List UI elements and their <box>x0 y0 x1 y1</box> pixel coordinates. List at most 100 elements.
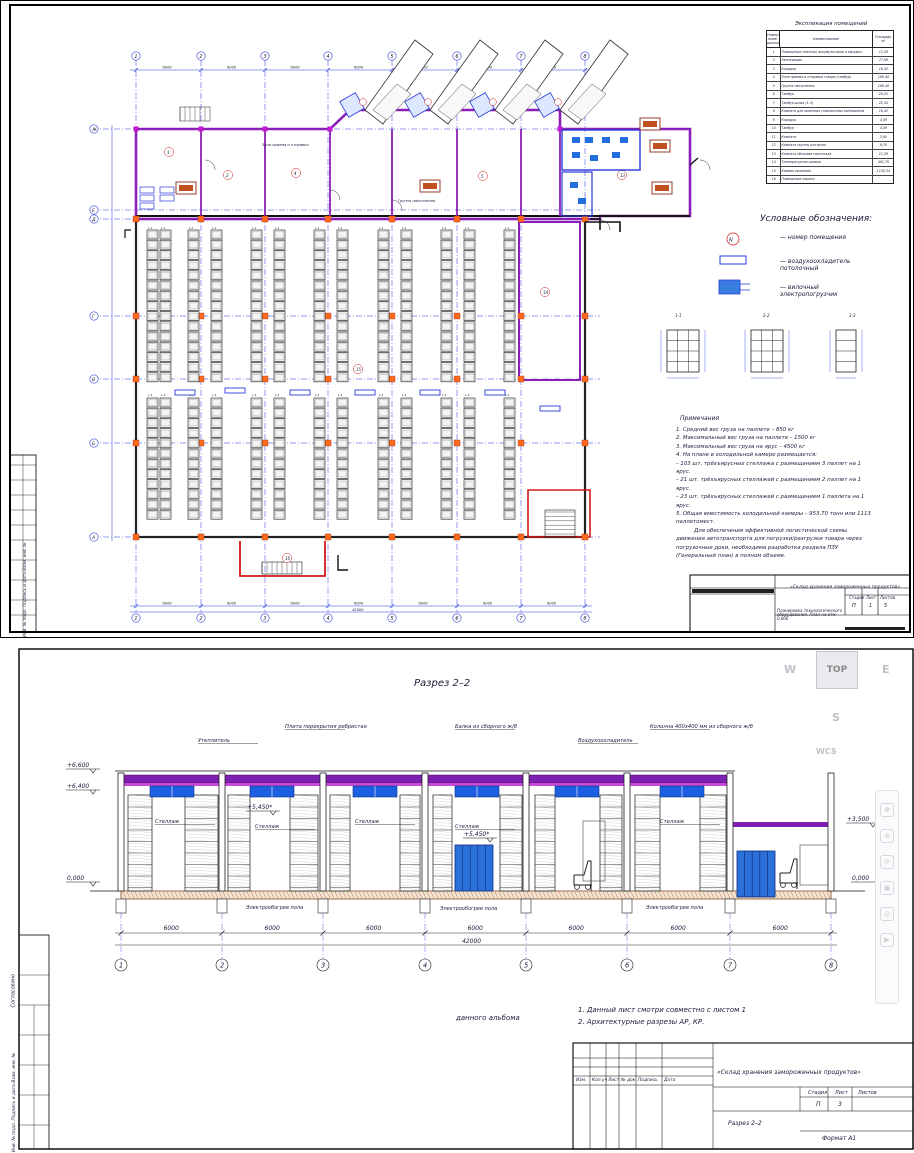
rack-bay <box>440 397 453 408</box>
rack-bay <box>273 489 286 500</box>
rack-pallet <box>189 333 198 340</box>
rack-hatch <box>185 857 218 860</box>
view-cube[interactable]: TOP W E S WCS <box>768 651 908 766</box>
rack-pallet <box>442 231 451 238</box>
rack-bay <box>400 499 413 510</box>
rack-bay <box>440 229 453 240</box>
view-cube-wcs[interactable]: WCS <box>816 747 837 756</box>
rack-hatch <box>535 866 555 869</box>
rack-bay <box>210 489 223 500</box>
schedule-name: Помещение охраны <box>781 175 873 183</box>
rack-hatch <box>500 845 522 848</box>
schedule-name: Группа накопления <box>781 82 873 90</box>
temp-chamber-wall <box>518 221 581 381</box>
rack-pallet <box>275 251 284 259</box>
rack-pallet <box>315 440 324 447</box>
rack-hatch <box>433 872 452 875</box>
rack-bay <box>273 341 286 352</box>
floor-hatch <box>674 891 679 899</box>
rack-pallet <box>465 261 474 269</box>
rack-pallet <box>275 333 284 340</box>
nav-wheel-icon[interactable]: ◎ <box>880 907 894 921</box>
rack-hatch <box>635 797 660 800</box>
rack-pallet <box>275 480 284 488</box>
rack-pallet <box>315 292 324 299</box>
nav-pan-icon[interactable]: ✥ <box>880 803 894 817</box>
rack-hatch <box>128 836 152 839</box>
view-cube-south[interactable]: S <box>832 711 840 724</box>
rack-bay <box>400 438 413 449</box>
rack-hatch <box>635 848 660 851</box>
rack-bay <box>146 250 159 260</box>
nav-extents-icon[interactable]: ▣ <box>880 881 894 895</box>
column <box>261 439 269 447</box>
rack-pallet <box>402 241 411 248</box>
annex-roof <box>730 822 831 827</box>
rack-hatch <box>228 887 250 890</box>
rack-pallet <box>379 343 388 350</box>
rack-pallet <box>465 292 474 299</box>
rack-hatch <box>400 887 420 890</box>
rack-hatch <box>433 884 452 887</box>
rack-pallet <box>402 374 411 381</box>
nav-showmotion-icon[interactable]: ▶ <box>880 933 894 947</box>
rack-hatch <box>500 812 522 815</box>
rack-pallet <box>379 323 388 330</box>
rack-bay <box>146 469 159 479</box>
floor-hatch <box>338 891 343 899</box>
rack-hatch <box>500 830 522 833</box>
floor-hatch <box>626 891 631 899</box>
rack-pallet <box>402 409 411 416</box>
rack-bay <box>187 280 200 291</box>
floor-hatch <box>510 891 515 899</box>
rack-hatch <box>600 821 622 824</box>
rack-bay <box>273 280 286 291</box>
nav-orbit-icon[interactable]: ⟳ <box>880 855 894 869</box>
rack-hatch <box>128 887 152 890</box>
floor-hatch <box>782 891 787 899</box>
rack-bay <box>440 341 453 352</box>
rack-hatch <box>128 881 152 884</box>
view-cube-top-face[interactable]: TOP <box>816 651 858 689</box>
rack-bay <box>273 270 286 281</box>
rack-bay <box>250 331 263 342</box>
rack-pallet <box>161 470 170 478</box>
nav-zoom-icon[interactable]: ⊕ <box>880 829 894 843</box>
room-number-text: 15 <box>356 367 362 372</box>
floor-hatch <box>418 891 423 899</box>
rack-bay <box>440 250 453 260</box>
rack-hatch <box>400 851 420 854</box>
navigation-bar[interactable]: ✥ ⊕ ⟳ ▣ ◎ ▶ <box>875 790 899 1004</box>
section-note-2: 2. Архитектурные разрезы АР, КР. <box>578 1018 705 1026</box>
section-rack <box>329 794 351 892</box>
rack-pallet <box>465 312 474 320</box>
rack-hatch <box>600 809 622 812</box>
rack-bay <box>463 311 476 321</box>
rack-bay <box>187 260 200 270</box>
rack-pallet <box>252 343 261 350</box>
rack-pallet <box>379 312 388 320</box>
schedule-head-2: Площадь м² <box>874 35 892 43</box>
dim-tick <box>582 603 588 609</box>
rack-hatch <box>635 854 660 857</box>
rack-pallet <box>148 409 157 416</box>
room-number-mark <box>282 553 292 563</box>
rack-hatch <box>535 863 555 866</box>
rack-bay <box>313 469 326 479</box>
rack-bay <box>187 397 200 408</box>
rack-pallet <box>252 272 261 279</box>
rack-hatch <box>433 812 452 815</box>
rack-hatch <box>635 794 660 797</box>
rack-bay <box>273 372 286 383</box>
axis-letter-left: В <box>92 377 95 383</box>
floor-hatch <box>202 891 207 899</box>
view-cube-west[interactable]: W <box>784 663 797 676</box>
rack-bay <box>159 229 172 240</box>
rack-pallet <box>465 450 474 457</box>
rack-hatch <box>400 875 420 878</box>
rack-hatch <box>228 866 250 869</box>
view-cube-east[interactable]: E <box>882 663 890 676</box>
rack-pallet <box>275 302 284 310</box>
rack-hatch <box>433 827 452 830</box>
